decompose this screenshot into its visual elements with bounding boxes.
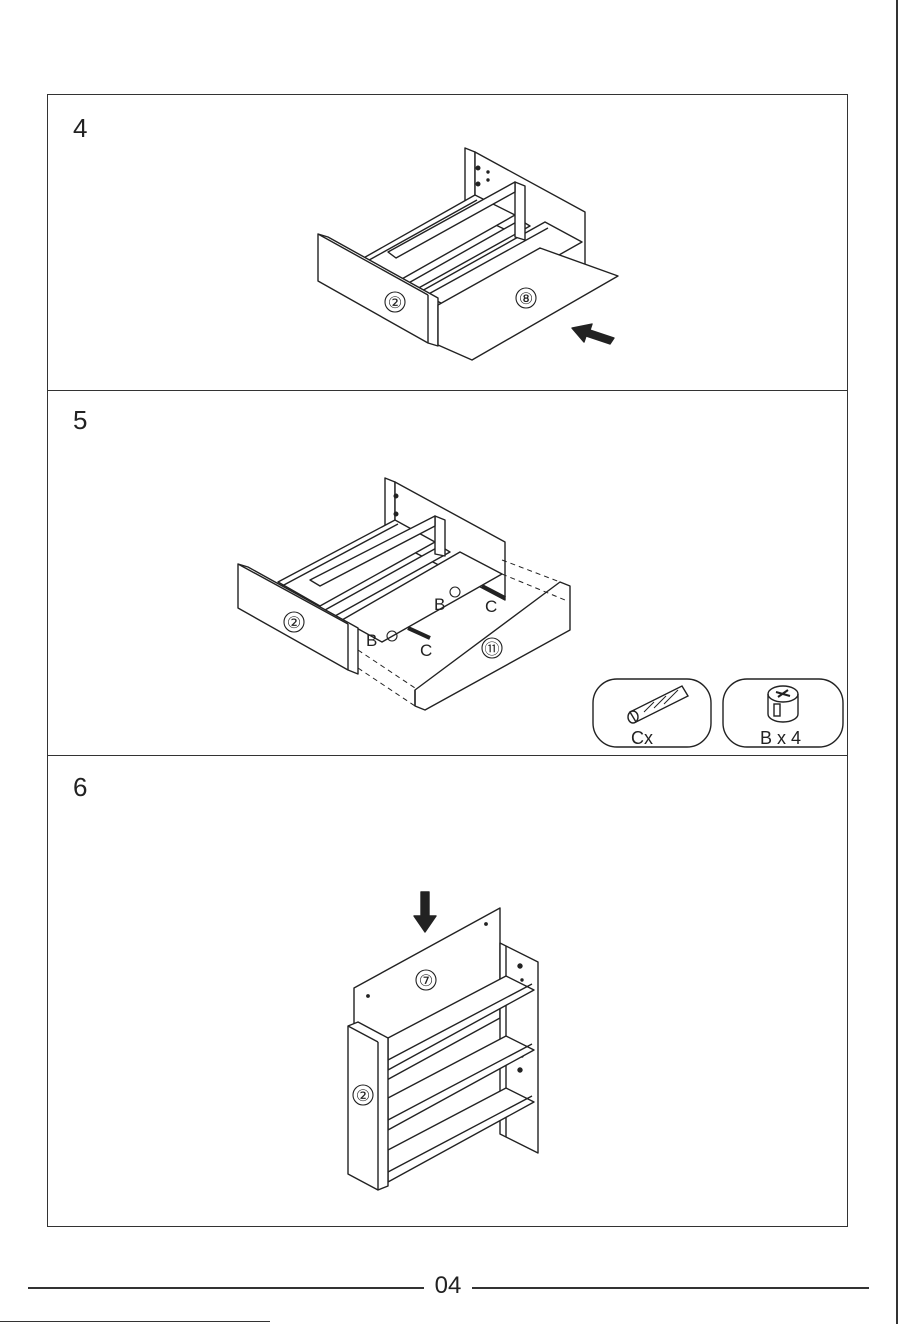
step-4-illustration: ② ⑧ (300, 140, 640, 370)
page-number: 04 (420, 1272, 476, 1300)
part-box-cam: B x 4 (723, 679, 843, 748)
parts-legend: Cx B x 4 (592, 678, 846, 750)
footer-rule-right (472, 1287, 869, 1289)
step-5-illustration: ② ⑪ B C B C (230, 470, 580, 720)
down-arrow-icon (414, 892, 436, 932)
panel-label: ⑧ (519, 291, 533, 308)
part-box-dowel: Cx (593, 679, 711, 748)
panel-label: ② (388, 295, 402, 312)
hardware-label: B (366, 631, 377, 650)
push-arrow-icon (572, 324, 614, 344)
step-number: 5 (73, 405, 87, 436)
step-number: 4 (73, 113, 87, 144)
panel-label: ② (356, 1088, 370, 1105)
step-6-illustration: ⑦ ② (340, 888, 550, 1193)
part-caption: B x 4 (760, 728, 801, 748)
hardware-label: C (420, 641, 432, 660)
part-caption: Cx (631, 728, 653, 748)
hardware-label: C (485, 597, 497, 616)
panel-label: ⑪ (484, 641, 499, 658)
step-divider (47, 755, 848, 756)
sheet-edge (896, 0, 898, 1324)
hardware-label: B (434, 595, 445, 614)
panel-label: ② (287, 615, 301, 632)
panel-label: ⑦ (419, 973, 433, 990)
footer-rule-left (28, 1287, 424, 1289)
sheet-edge-bottom (0, 1321, 270, 1322)
step-divider (47, 390, 848, 391)
step-number: 6 (73, 772, 87, 803)
